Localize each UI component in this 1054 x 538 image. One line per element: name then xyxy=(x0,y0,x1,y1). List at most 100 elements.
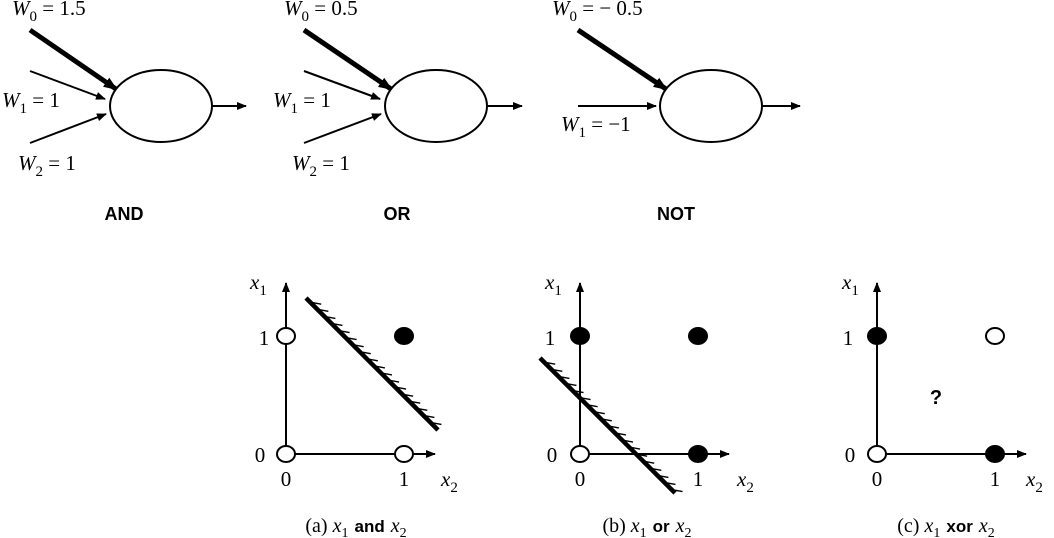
or-gate-name: OR xyxy=(384,204,411,224)
plot-and-hatch-tick xyxy=(409,400,421,404)
plot-or-hatch-tick xyxy=(614,432,627,436)
not-neuron xyxy=(659,69,763,143)
plot-or-hatch-tick xyxy=(664,481,676,486)
or-w2-label: W2 = 1 xyxy=(292,151,350,180)
plot-or-hatch-tick xyxy=(636,453,648,457)
plot-xor-y-tick-0: 0 xyxy=(845,443,856,467)
and-w1-input-arrow xyxy=(29,70,106,100)
plot-and-hatch-tick xyxy=(359,351,371,355)
not-w0-label: W0 = − 0.5 xyxy=(552,0,643,25)
plot-and-hatch-tick xyxy=(373,365,386,369)
plot-xor-x-tick-1: 1 xyxy=(990,467,1001,491)
plot-xor-x-tick-0: 0 xyxy=(872,467,883,491)
plot-and-separator xyxy=(304,296,442,432)
plot-and-hatch-tick xyxy=(317,308,329,313)
or-w0-input-arrow xyxy=(302,27,393,92)
and-w0-label: W0 = 1.5 xyxy=(12,0,86,25)
plot-or-hatch-tick xyxy=(572,389,584,394)
plot-and-y-axis-label: x1 xyxy=(249,270,267,299)
plot-or-x-tick-1: 1 xyxy=(693,467,704,491)
plot-and-hatch-tick xyxy=(380,372,393,376)
plot-and-point-00-hollow xyxy=(276,445,296,463)
and-gate: W0 = 1.5 W1 = 1 W2 = 1 AND xyxy=(2,0,247,224)
plot-and-hatch-tick xyxy=(430,421,442,426)
plot-xor-points xyxy=(867,327,1005,463)
plot-and-point-10-hollow xyxy=(276,327,296,345)
plot-or-separator-line xyxy=(538,356,677,495)
plot-and-hatch-tick xyxy=(331,322,343,327)
plot-or-point-10-filled xyxy=(570,327,590,345)
plot-or-point-01-filled xyxy=(688,445,708,463)
not-gate: W0 = − 0.5 W1 = −1 NOT xyxy=(552,0,801,224)
plot-or-point-11-filled xyxy=(688,327,708,345)
plot-and-points xyxy=(276,327,414,463)
plot-and-hatch-tick xyxy=(324,315,336,320)
plot-or-hatch-tick xyxy=(671,488,683,493)
plot-or-point-00-hollow xyxy=(570,445,590,463)
plot-or-hatch-tick xyxy=(586,403,598,408)
or-w2-input-arrow xyxy=(303,113,382,144)
and-gate-name: AND xyxy=(105,204,144,224)
plot-or-hatch-tick xyxy=(621,439,634,443)
plot-and-separator-hatching xyxy=(310,301,442,426)
plot-or-hatch-tick xyxy=(565,382,577,387)
plot-or-hatch-tick xyxy=(650,467,662,471)
plot-and-hatch-tick xyxy=(402,393,414,397)
and-w2-input-arrow xyxy=(29,113,107,144)
plot-and-hatch-tick xyxy=(394,386,407,390)
and-w2-label: W2 = 1 xyxy=(18,151,76,180)
plot-or-hatch-tick xyxy=(657,474,669,479)
plot-and-hatch-tick xyxy=(352,343,364,348)
not-gate-name: NOT xyxy=(657,204,695,224)
plot-and-hatch-tick xyxy=(310,301,322,305)
plot-and-point-01-hollow xyxy=(394,445,414,463)
plot-and-hatch-tick xyxy=(366,358,378,362)
plot-and-x-tick-0: 0 xyxy=(281,467,292,491)
plot-xor-x-axis-label: x2 xyxy=(1025,467,1043,496)
plot-or-hatch-tick xyxy=(558,375,570,380)
plot-and-point-11-filled xyxy=(394,327,414,345)
plot-and-y-tick-0: 0 xyxy=(255,443,266,467)
plot-or-points xyxy=(570,327,708,463)
plot-or-x-tick-0: 0 xyxy=(575,467,586,491)
or-neuron xyxy=(384,69,488,143)
and-w0-input-arrow xyxy=(28,27,118,92)
plot-or-y-tick-0: 0 xyxy=(547,443,558,467)
or-w0-label: W0 = 0.5 xyxy=(284,0,358,25)
plot-or-y-axis-label: x1 xyxy=(544,270,562,299)
plot-or-hatch-tick xyxy=(628,446,641,450)
or-w1-label: W1 = 1 xyxy=(273,88,331,117)
plot-or-separator-hatching xyxy=(544,361,683,493)
plot-xor-point-01-filled xyxy=(985,445,1005,463)
plot-and-x-tick-1: 1 xyxy=(399,467,410,491)
not-w0-input-arrow xyxy=(576,27,668,92)
plot-xor-point-11-hollow xyxy=(985,327,1005,345)
and-neuron xyxy=(109,69,213,143)
plot-or-hatch-tick xyxy=(607,425,620,429)
plot-and-hatch-tick xyxy=(423,414,435,419)
plot-xor-point-00-hollow xyxy=(867,445,887,463)
plot-xor-question-mark: ? xyxy=(930,387,942,409)
plot-and-x-axis-label: x2 xyxy=(440,467,458,496)
plot-or-hatch-tick xyxy=(600,418,612,422)
plot-or-x-axis-label: x2 xyxy=(736,467,754,496)
plot-or-y-tick-1: 1 xyxy=(545,326,556,350)
plot-and-hatch-tick xyxy=(338,329,350,334)
plot-or-separator xyxy=(538,356,683,495)
plot-or-hatch-tick xyxy=(544,361,556,365)
plot-and-separator-line xyxy=(304,296,440,432)
plot-xor-y-axis-label: x1 xyxy=(841,270,859,299)
plot-xor-point-10-filled xyxy=(867,327,887,345)
not-w1-label: W1 = −1 xyxy=(561,112,631,141)
plot-or-hatch-tick xyxy=(579,396,591,401)
plot-and-hatch-tick xyxy=(345,336,357,341)
or-gate: W0 = 0.5 W1 = 1 W2 = 1 OR xyxy=(273,0,523,224)
or-w1-input-arrow xyxy=(303,70,381,100)
